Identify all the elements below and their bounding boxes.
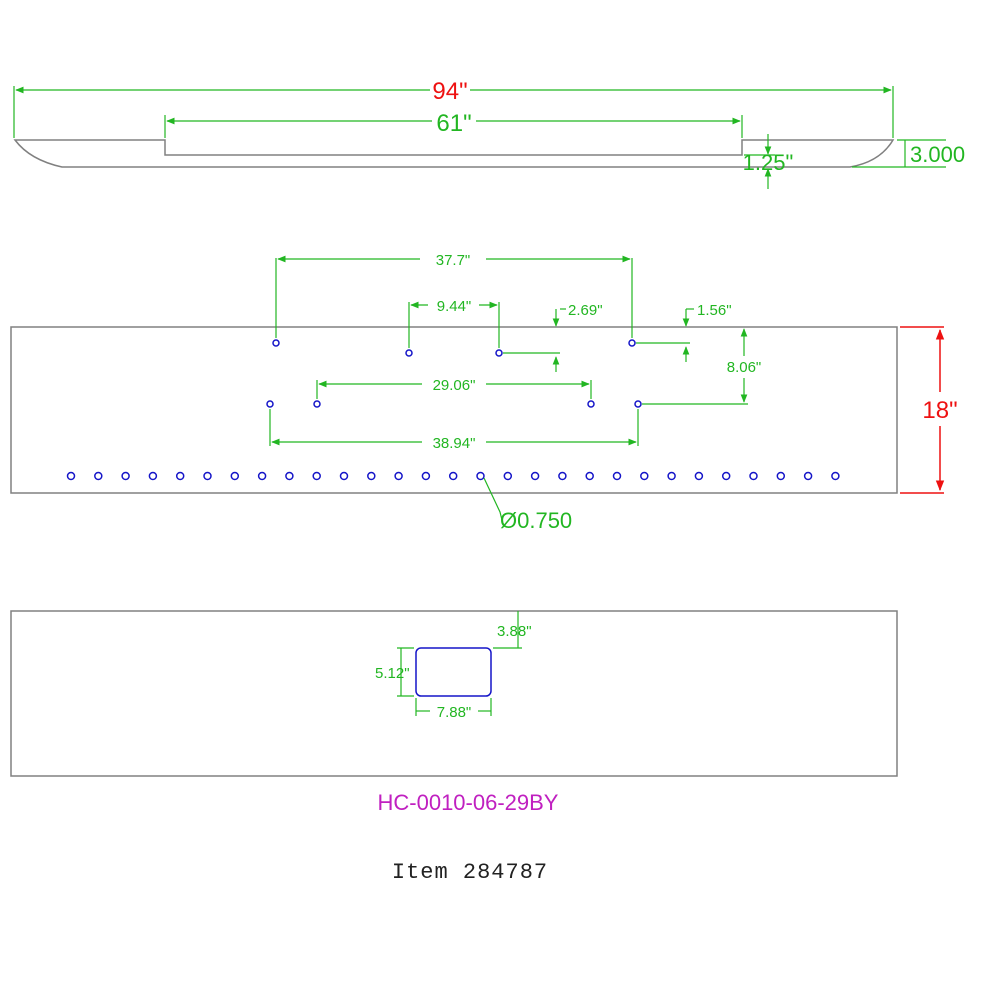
bottom-row-hole <box>121 471 130 481</box>
mounting-hole <box>266 400 274 408</box>
bottom-hole-row <box>66 471 840 481</box>
bottom-row-hole <box>803 471 813 481</box>
dim-d-label: 1.56" <box>697 302 732 319</box>
bottom-row-hole <box>312 471 321 481</box>
height-label: 18" <box>922 397 957 424</box>
bottom-row-hole <box>175 471 185 481</box>
cutout-width-label: 7.88" <box>437 704 472 721</box>
diameter-leader <box>483 477 503 521</box>
step-length-label: 61" <box>436 110 471 137</box>
item-number: Item 284787 <box>391 860 549 885</box>
bottom-row-hole <box>203 471 212 481</box>
bottom-row-hole <box>694 471 704 481</box>
mounting-hole <box>313 400 321 408</box>
bottom-row-hole <box>585 471 594 481</box>
dim-b-label: 9.44" <box>437 298 472 315</box>
bottom-row-hole <box>367 471 376 481</box>
bottom-row-hole <box>66 471 76 481</box>
dim-a-label: 37.7" <box>436 252 471 269</box>
cutout-height-label: 5.12" <box>375 665 410 682</box>
bottom-row-hole <box>421 471 431 481</box>
hole-view: 37.7" 9.44" 2.69" 1.56" 8.06" 29.06" <box>10 252 958 533</box>
top-offset-label: 3.88" <box>497 623 532 640</box>
bottom-row-hole <box>394 471 403 481</box>
bottom-row-hole <box>448 471 458 481</box>
overall-length-label: 94" <box>432 78 467 105</box>
mounting-hole <box>634 400 642 408</box>
part-number: HC-0010-06-29BY <box>378 790 559 815</box>
bottom-row-hole <box>285 471 294 481</box>
bottom-row-hole <box>749 471 758 481</box>
mounting-hole <box>405 349 413 357</box>
rectangular-cutout <box>415 647 492 697</box>
mounting-hole <box>495 349 503 357</box>
bottom-row-hole <box>667 471 676 481</box>
dim-g-label: 38.94" <box>433 435 476 452</box>
bottom-row-hole <box>230 471 240 481</box>
dim-c-label: 2.69" <box>568 302 603 319</box>
bottom-row-hole <box>503 471 513 481</box>
bottom-row-hole <box>721 471 731 481</box>
bottom-row-hole <box>640 471 649 481</box>
bottom-row-hole <box>476 471 485 481</box>
side-view: 94" 61" 1.25" 3.000 <box>13 78 965 189</box>
dim-e-label: 8.06" <box>727 359 762 376</box>
hole-diameter-label: Ø0.750 <box>500 508 572 533</box>
bottom-row-hole <box>831 471 840 481</box>
bottom-row-hole <box>94 471 103 481</box>
step-height-label: 1.25" <box>743 150 794 175</box>
dim-f-label: 29.06" <box>433 377 476 394</box>
cutout-view: 3.88" 5.12" 7.88" <box>10 610 898 777</box>
end-height-label: 3.000 <box>910 142 965 167</box>
cutout-view-outline <box>10 610 898 777</box>
hole-view-outline <box>10 326 898 494</box>
mounting-hole <box>272 339 280 347</box>
bottom-row-hole <box>530 471 540 481</box>
bottom-row-hole <box>776 471 786 481</box>
bottom-row-hole <box>558 471 567 481</box>
mounting-hole <box>628 339 636 347</box>
bottom-row-hole <box>612 471 622 481</box>
bottom-row-hole <box>148 471 158 481</box>
side-view-outline <box>13 139 895 168</box>
bottom-row-hole <box>257 471 267 481</box>
mounting-hole <box>587 400 595 408</box>
bottom-row-hole <box>339 471 349 481</box>
